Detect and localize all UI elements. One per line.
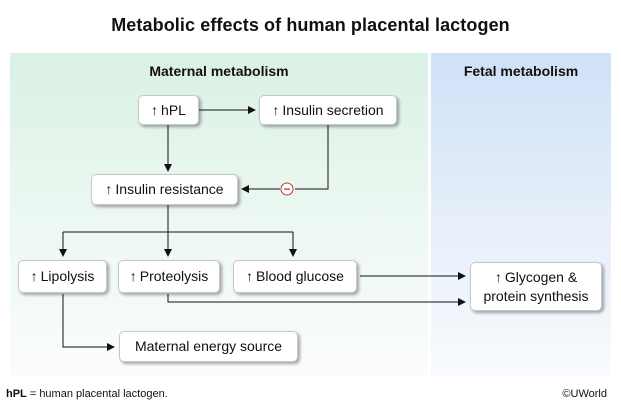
node-maternal-energy-source-label: Maternal energy source [134, 338, 283, 354]
up-arrow-icon: ↑ [105, 181, 113, 197]
inhibit-minus: − [283, 182, 290, 196]
arrow-secretion-inhibits-resistance [295, 125, 329, 190]
inhibit-marker: − [280, 182, 294, 196]
up-arrow-icon: ↑ [272, 101, 280, 118]
node-glycogen-protein-synthesis: ↑Glycogen & protein synthesis [470, 262, 602, 311]
arrow-lipolysis-to-energy [62, 294, 115, 351]
up-arrow-icon: ↑ [129, 268, 137, 284]
fetal-panel [431, 53, 611, 377]
node-maternal-energy-source: Maternal energy source [119, 331, 298, 362]
node-lipolysis-label: Lipolysis [40, 268, 95, 284]
maternal-panel-label: Maternal metabolism [149, 63, 289, 79]
footnote-text: = human placental lactogen. [26, 388, 168, 400]
node-glycogen-line1: ↑Glycogen & [494, 268, 578, 285]
node-glycogen-line2: protein synthesis [483, 287, 589, 304]
node-lipolysis: ↑Lipolysis [18, 260, 107, 293]
node-insulin-secretion-label: Insulin secretion [282, 101, 384, 118]
up-arrow-icon: ↑ [494, 268, 502, 285]
diagram-title: Metabolic effects of human placental lac… [111, 15, 510, 35]
arrow-proteolysis-to-glycogen [167, 294, 466, 306]
node-insulin-resistance-label: Insulin resistance [115, 181, 224, 197]
node-proteolysis-label: Proteolysis [139, 268, 209, 284]
footnote-abbr: hPL [6, 388, 27, 400]
node-hpl: ↑hPL [138, 95, 199, 125]
node-insulin-resistance: ↑Insulin resistance [91, 174, 238, 205]
fetal-panel-label: Fetal metabolism [463, 63, 579, 79]
up-arrow-icon: ↑ [30, 268, 38, 284]
node-insulin-secretion: ↑Insulin secretion [259, 95, 397, 125]
node-blood-glucose-label: Blood glucose [256, 268, 344, 284]
node-proteolysis: ↑Proteolysis [118, 260, 220, 293]
up-arrow-icon: ↑ [246, 268, 254, 284]
footnote: hPL = human placental lactogen. [6, 388, 168, 400]
up-arrow-icon: ↑ [151, 101, 159, 118]
credit: ©UWorld [562, 388, 607, 400]
node-hpl-label: hPL [161, 101, 186, 118]
node-blood-glucose: ↑Blood glucose [233, 260, 357, 293]
